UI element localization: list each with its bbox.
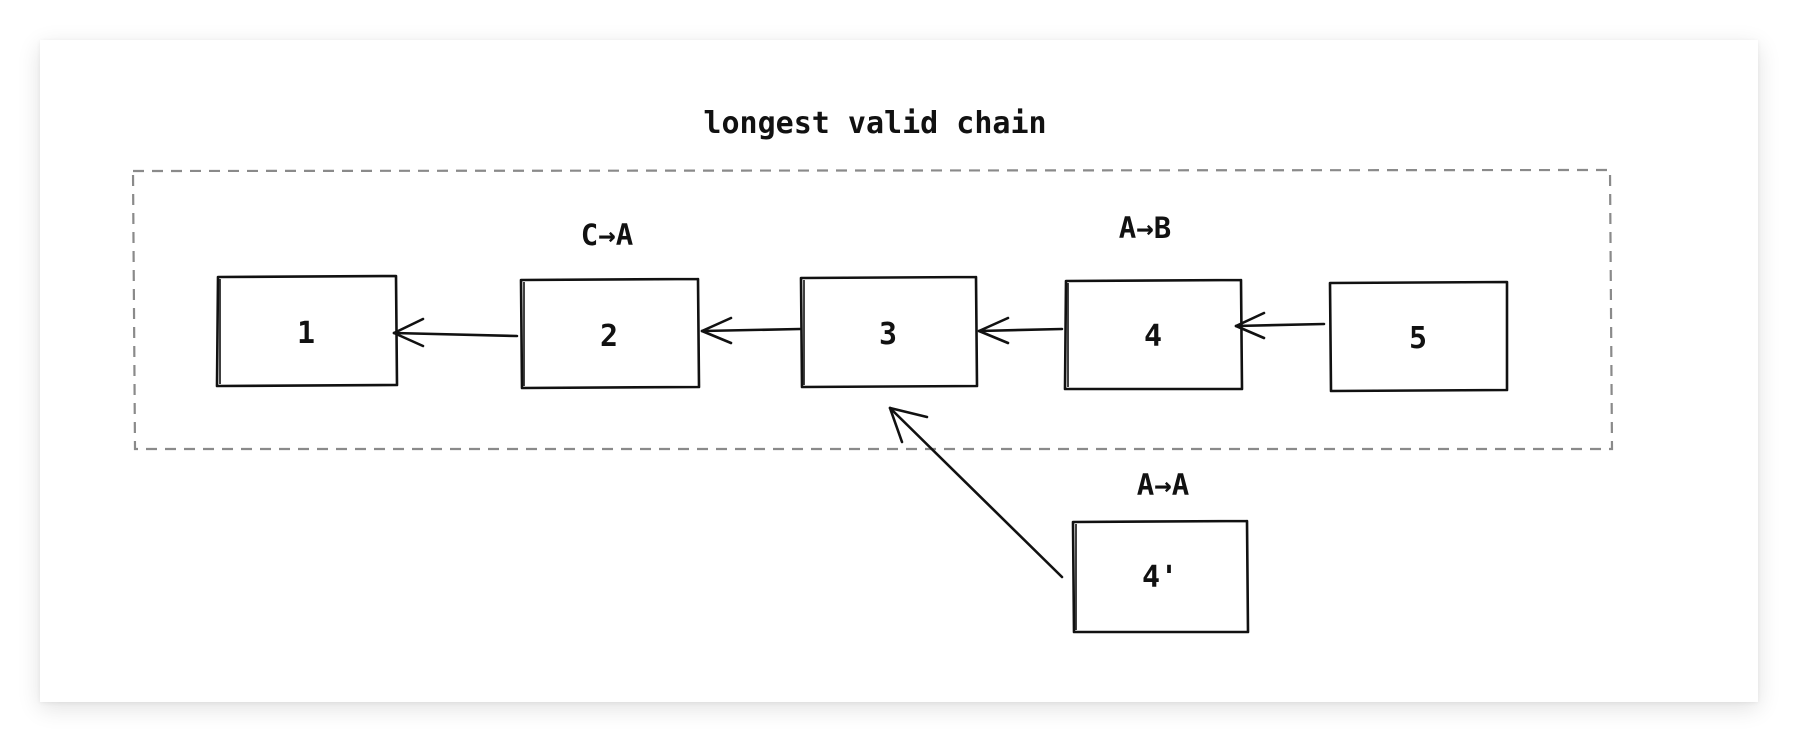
block-1-label: 1	[297, 316, 315, 351]
block-5: 5	[1328, 280, 1509, 393]
arrow-4-prime-to-3	[888, 406, 1064, 579]
block-4-prime-label: 4'	[1142, 560, 1178, 595]
arrow-2-to-1	[392, 317, 519, 348]
block-4: 4	[1063, 278, 1244, 391]
diagram-title: longest valid chain	[703, 106, 1046, 141]
block-4-label: 4	[1144, 319, 1162, 354]
block-1: 1	[215, 274, 399, 388]
arrow-3-to-2	[700, 316, 802, 345]
tx-label-block-2: C→A	[581, 218, 633, 252]
tx-label-block-4: A→B	[1119, 211, 1171, 245]
block-3-label: 3	[879, 317, 897, 352]
block-2: 2	[519, 277, 701, 390]
longest-chain-region	[131, 168, 1614, 451]
tx-label-block-4-prime: A→A	[1137, 468, 1189, 502]
arrow-5-to-4	[1234, 311, 1326, 340]
diagram-card	[40, 40, 1758, 702]
block-5-label: 5	[1409, 321, 1427, 356]
arrow-4-to-3	[977, 316, 1064, 345]
block-4-prime: 4'	[1071, 519, 1250, 634]
block-2-label: 2	[600, 319, 618, 354]
block-3: 3	[799, 275, 979, 389]
